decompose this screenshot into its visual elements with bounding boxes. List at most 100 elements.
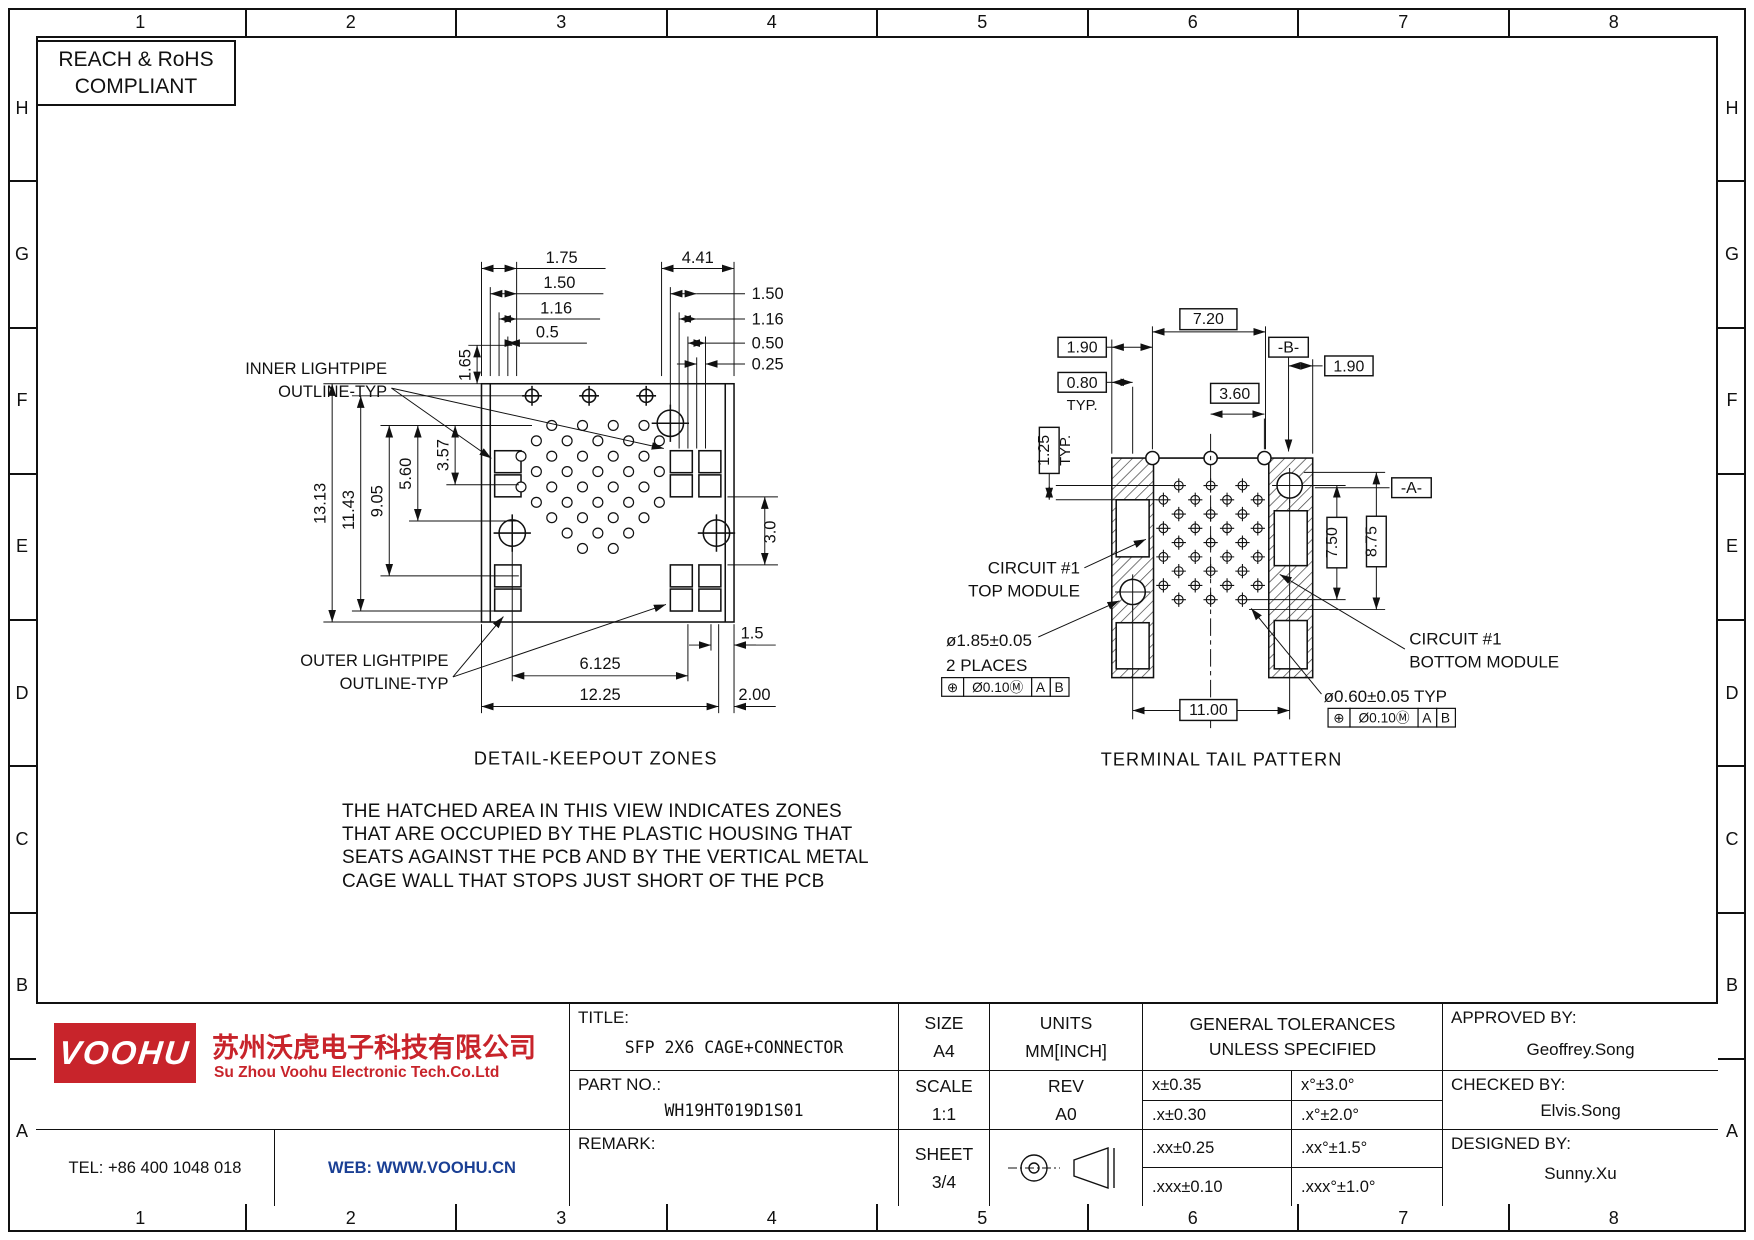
checked-by-label: CHECKED BY: <box>1451 1075 1566 1094</box>
title-block: VOOHU 苏州沃虎电子科技有限公司 Su Zhou Voohu Electro… <box>36 1002 1718 1206</box>
designed-by-cell: DESIGNED BY: Sunny.Xu <box>1442 1129 1718 1206</box>
basic-dim-boxes <box>1038 308 1432 722</box>
logo-text: VOOHU <box>57 1034 193 1071</box>
grid-col-label: 2 <box>244 1204 456 1232</box>
tolerance-cell: .xxx±0.10 <box>1142 1167 1291 1206</box>
company-logo: VOOHU <box>54 1023 196 1083</box>
part-no-value: WH19HT019D1S01 <box>664 1101 804 1120</box>
tail-caption: TERMINAL TAIL PATTERN <box>1101 749 1343 769</box>
tail-dimensions <box>1038 326 1406 720</box>
tolerance-cell: .x°±2.0° <box>1291 1100 1442 1129</box>
third-angle-projection-icon <box>1008 1147 1115 1189</box>
grid-col-label: 8 <box>1507 8 1719 36</box>
checked-by-value: Elvis.Song <box>1540 1101 1621 1120</box>
keepout-view: 1.75 1.50 1.16 0.5 4.41 1.50 1.16 0.50 0… <box>245 249 783 769</box>
dim-9-05: 9.05 <box>369 485 387 517</box>
hatched-area-note: THE HATCHED AREA IN THIS VIEW INDICATES … <box>342 800 922 893</box>
dim-1-90-right: 1.90 <box>1333 358 1364 375</box>
tolerance-cell: .xx°±1.5° <box>1291 1129 1442 1167</box>
grid-row-label: A <box>8 1057 36 1204</box>
keepout-caption: DETAIL-KEEPOUT ZONES <box>474 749 718 769</box>
dim-11-00: 11.00 <box>1189 702 1228 719</box>
sheet-cell: SHEET 3/4 <box>898 1129 989 1206</box>
circuit-top-label-line1: CIRCUIT #1 <box>988 558 1080 577</box>
dim-3-0: 3.0 <box>762 521 780 544</box>
note-line1: THE HATCHED AREA IN THIS VIEW INDICATES … <box>342 801 842 822</box>
web-cell: WEB: WWW.VOOHU.CN <box>274 1129 569 1206</box>
dim-1-75: 1.75 <box>546 249 578 267</box>
keepout-texts: 1.75 1.50 1.16 0.5 4.41 1.50 1.16 0.50 0… <box>245 249 783 769</box>
fcf2-position-symbol: ⊕ <box>1333 711 1345 726</box>
note-line4: CAGE WALL THAT STOPS JUST SHORT OF THE P… <box>342 870 825 892</box>
grid-row-label: E <box>8 472 36 619</box>
grid-row-label: D <box>1718 619 1746 765</box>
dim-8-75: 8.75 <box>1363 526 1380 557</box>
approved-by-value: Geoffrey.Song <box>1526 1040 1635 1059</box>
grid-row-label: G <box>1718 180 1746 326</box>
grid-row-label: D <box>8 619 36 765</box>
dim-1-16-right: 1.16 <box>752 310 784 328</box>
fcf2-datum1: A <box>1422 711 1432 726</box>
lightpipe-pads <box>493 449 722 612</box>
approved-by-cell: APPROVED BY: Geoffrey.Song <box>1442 1004 1718 1070</box>
tolerance-cell: x±0.35 <box>1142 1070 1291 1100</box>
dim-2-00: 2.00 <box>738 686 770 704</box>
checked-by-cell: CHECKED BY: Elvis.Song <box>1442 1070 1718 1129</box>
grid-band-right: H G F E D C B A <box>1718 36 1746 1204</box>
grid-col-label: 4 <box>665 1204 877 1232</box>
dim-1-16-left: 1.16 <box>540 299 572 317</box>
grid-col-label: 5 <box>876 1204 1087 1232</box>
dim-0-5: 0.5 <box>536 324 559 342</box>
title-value: SFP 2X6 CAGE+CONNECTOR <box>624 1038 844 1057</box>
sheet-value: 3/4 <box>931 1171 957 1192</box>
keepout-pin-field <box>515 419 665 554</box>
grid-row-label: B <box>8 911 36 1058</box>
outer-lightpipe-label-line1: OUTER LIGHTPIPE <box>300 652 448 670</box>
tolerance-header-line1: GENERAL TOLERANCES <box>1189 1014 1396 1034</box>
tel-cell: TEL: +86 400 1048 018 <box>36 1129 274 1206</box>
tolerance-header-cell: GENERAL TOLERANCES UNLESS SPECIFIED <box>1142 1004 1442 1070</box>
grid-row-label: G <box>8 180 36 326</box>
size-cell: SIZE A4 <box>898 1004 989 1070</box>
dim-1-5: 1.5 <box>741 624 764 642</box>
typ-label-side: TYP. <box>1058 435 1074 466</box>
dim-6-125: 6.125 <box>579 655 620 673</box>
grid-row-label: H <box>15 97 29 118</box>
grid-row-label: F <box>1718 326 1746 473</box>
scale-label: SCALE <box>915 1075 973 1096</box>
dim-5-60: 5.60 <box>397 458 415 490</box>
designed-by-label: DESIGNED BY: <box>1451 1134 1571 1153</box>
inner-lightpipe-label-line1: INNER LIGHTPIPE <box>245 360 387 378</box>
dim-4-41: 4.41 <box>682 249 714 267</box>
grid-row-label: H <box>1725 97 1739 118</box>
company-name-en: Su Zhou Voohu Electronic Tech.Co.Ltd <box>214 1064 500 1081</box>
title-label: TITLE: <box>578 1008 630 1027</box>
grid-col-label: 3 <box>455 1204 666 1232</box>
grid-row-label: B <box>1718 911 1746 1058</box>
grid-col-label: 2 <box>244 8 456 36</box>
remark-cell: REMARK: <box>569 1129 898 1206</box>
part-no-cell: PART NO.: WH19HT019D1S01 <box>569 1070 898 1129</box>
dim-3-60: 3.60 <box>1219 386 1250 403</box>
datum-a-label: -A- <box>1401 480 1422 497</box>
grid-col-label: 1 <box>135 11 146 32</box>
note-line3: SEATS AGAINST THE PCB AND BY THE VERTICA… <box>342 847 869 869</box>
hole-large-qty: 2 PLACES <box>946 656 1027 675</box>
tolerance-cell: x°±3.0° <box>1291 1070 1442 1100</box>
fcf1-datum1: A <box>1036 680 1046 695</box>
tolerance-header-line2: UNLESS SPECIFIED <box>1208 1039 1377 1059</box>
grid-col-label: 7 <box>1297 8 1508 36</box>
dim-1-50-left: 1.50 <box>543 274 575 292</box>
dim-1-90-left: 1.90 <box>1067 340 1098 357</box>
remark-label: REMARK: <box>578 1134 656 1153</box>
dim-0-80: 0.80 <box>1067 375 1098 392</box>
hole-large-callout: ø1.85±0.05 <box>946 631 1032 650</box>
grid-band-top: 1 2 3 4 5 6 7 8 <box>36 8 1718 36</box>
fcf1-datum2: B <box>1055 680 1064 695</box>
grid-col-label: 1 <box>135 1207 146 1228</box>
grid-col-label: 6 <box>1086 1204 1298 1232</box>
scale-cell: SCALE 1:1 <box>898 1070 989 1129</box>
dim-1-25: 1.25 <box>1036 435 1053 466</box>
fcf1-tolerance: Ø0.10Ⓜ <box>972 680 1023 695</box>
